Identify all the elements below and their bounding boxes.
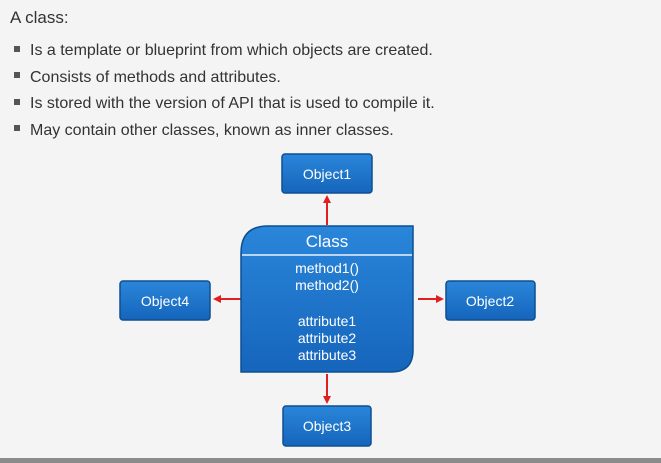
bullet-item: May contain other classes, known as inne… — [14, 118, 435, 145]
class-method: method1() — [295, 260, 359, 276]
object2-box: Object2 — [445, 280, 536, 321]
bullet-item: Is stored with the version of API that i… — [14, 91, 435, 118]
class-box: Class method1() method2() attribute1 att… — [240, 225, 414, 373]
object4-label: Object4 — [141, 293, 189, 309]
object1-box: Object1 — [281, 153, 373, 194]
bullet-item: Consists of methods and attributes. — [14, 65, 435, 92]
class-method: method2() — [295, 277, 359, 293]
bullet-text: Consists of methods and attributes. — [30, 68, 281, 86]
object3-box: Object3 — [282, 405, 372, 447]
bullet-text: Is stored with the version of API that i… — [30, 95, 435, 112]
bullet-text: Is a template or blueprint from which ob… — [30, 42, 433, 59]
object4-box: Object4 — [119, 280, 211, 321]
bullet-square-icon — [14, 45, 20, 52]
object3-label: Object3 — [303, 418, 351, 434]
bullet-item: Is a template or blueprint from which ob… — [14, 38, 435, 65]
class-attribute: attribute1 — [298, 313, 357, 329]
bottom-border — [0, 458, 661, 463]
bullet-square-icon — [14, 125, 20, 132]
class-attribute: attribute3 — [298, 347, 357, 363]
bullet-text: May contain other classes, known as inne… — [30, 121, 394, 139]
bullet-list: Is a template or blueprint from which ob… — [14, 38, 435, 144]
class-attribute: attribute2 — [298, 330, 357, 346]
object2-label: Object2 — [466, 293, 514, 309]
intro-text: A class: — [10, 8, 69, 27]
class-title: Class — [306, 232, 349, 251]
object1-label: Object1 — [303, 166, 351, 182]
bullet-square-icon — [14, 72, 20, 79]
bullet-square-icon — [14, 98, 20, 105]
